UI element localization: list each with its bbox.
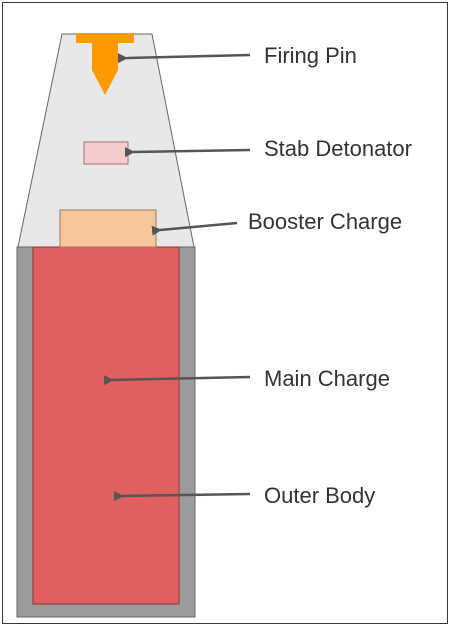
main-charge-label: Main Charge — [264, 366, 390, 391]
stab-detonator-label: Stab Detonator — [264, 136, 412, 161]
firing-pin-label: Firing Pin — [264, 43, 357, 68]
main-charge-arrow — [103, 375, 251, 386]
stab-detonator — [83, 141, 129, 165]
firing-pin — [76, 33, 134, 95]
stab-detonator-arrow — [124, 147, 251, 158]
firing-pin-arrow — [117, 53, 251, 64]
booster-charge-arrow — [151, 221, 238, 236]
outer-body-arrow — [113, 491, 251, 502]
booster-charge-label: Booster Charge — [248, 209, 402, 234]
main-charge — [32, 246, 180, 605]
booster-charge — [59, 209, 157, 248]
outer-body-label: Outer Body — [264, 483, 375, 508]
